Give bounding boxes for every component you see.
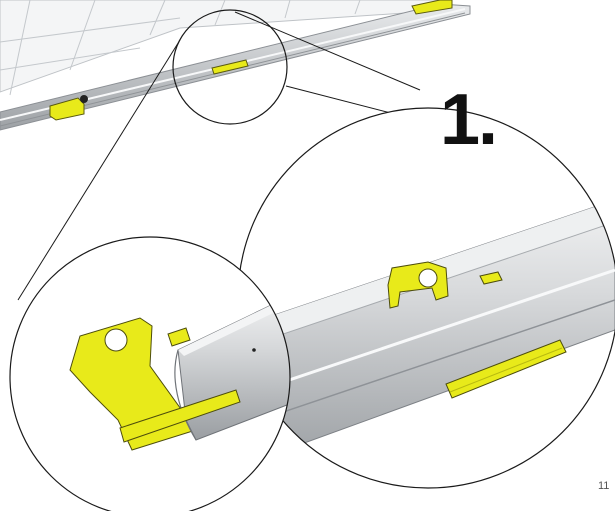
magnifier-callout-large-left (9, 236, 291, 511)
magnified-detail-left (10, 237, 290, 511)
rail-bracket-right (411, 0, 453, 15)
rail-bracket-middle (211, 59, 249, 75)
page-number: 11 (598, 480, 610, 492)
step-number: 1. (440, 80, 498, 160)
rail-bracket-left (49, 95, 88, 121)
magnified-detail-right (238, 108, 615, 488)
overview-panel (0, 0, 471, 131)
magnifier-callout-small (172, 9, 288, 125)
